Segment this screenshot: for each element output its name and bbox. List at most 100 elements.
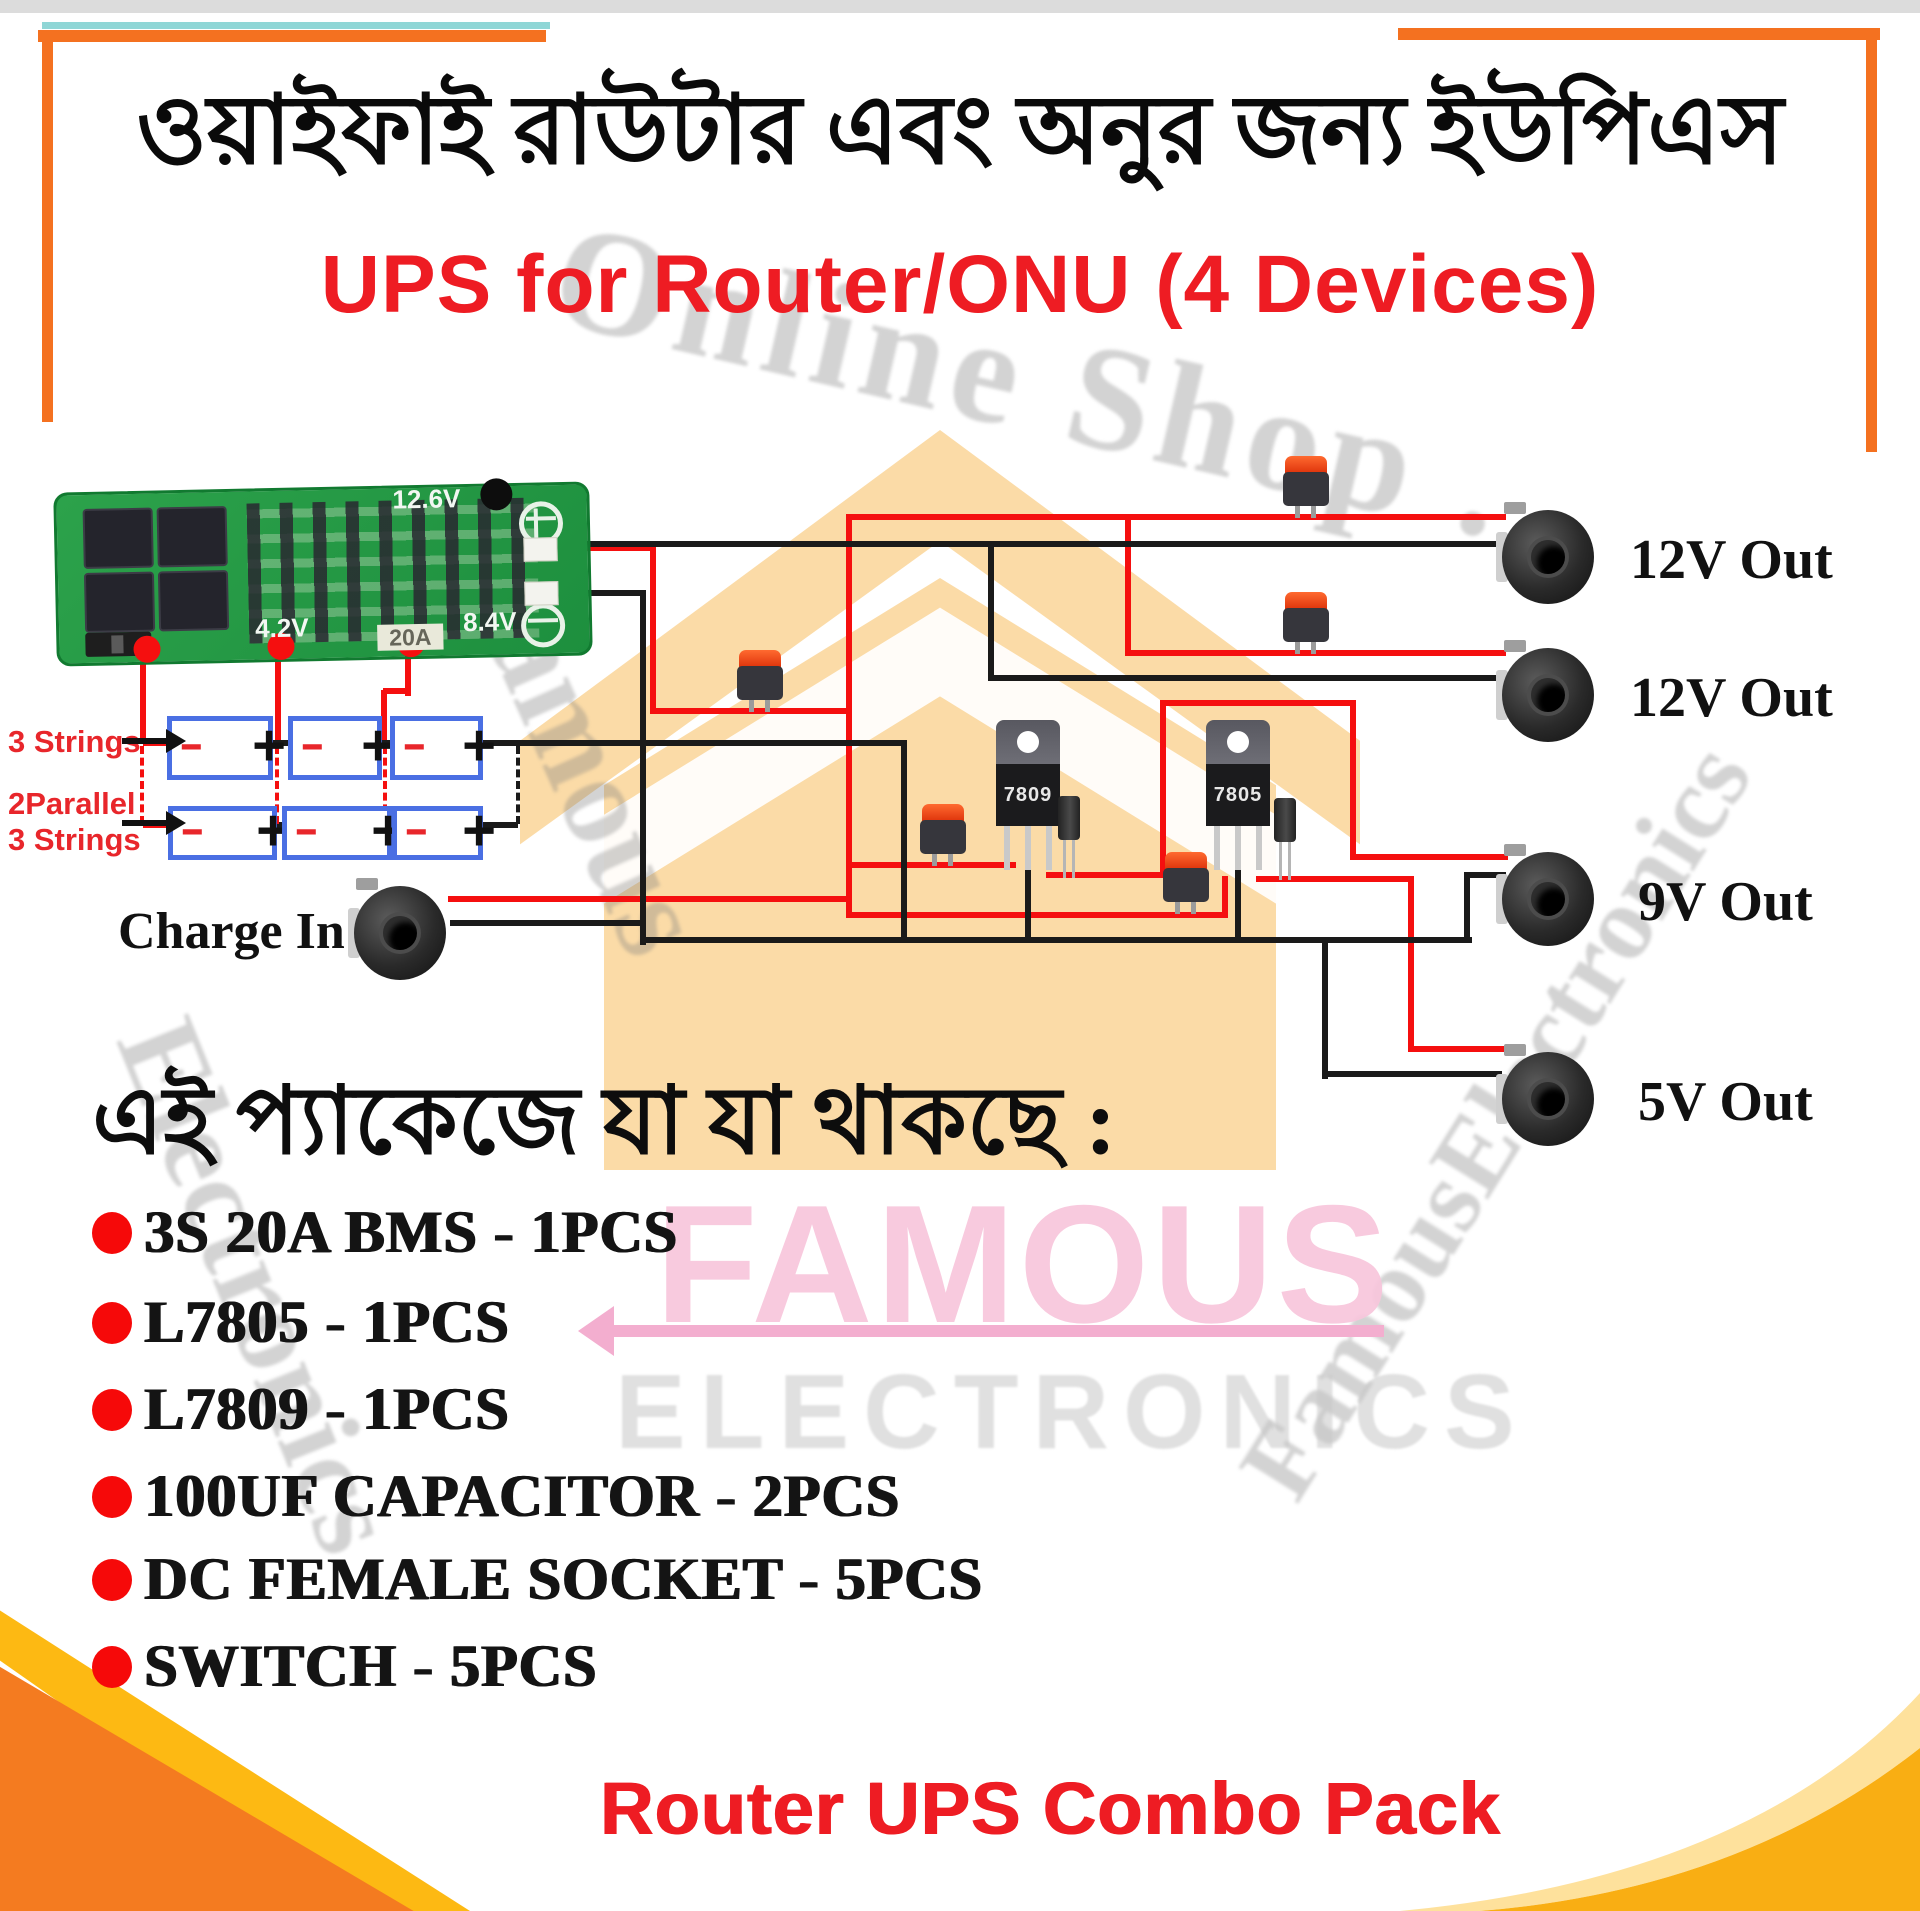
wire-segment (640, 937, 1472, 943)
arrow-head-icon (166, 811, 186, 835)
list-item-text: 3S 20A BMS - 1PCS (144, 1199, 678, 1265)
battery-cell: - + (392, 798, 496, 863)
rocker-switch-button (739, 650, 781, 670)
output-label-9v: 9V Out (1638, 871, 1813, 933)
rocker-switch-body (1163, 868, 1209, 902)
dc-socket-12v-2 (1496, 640, 1596, 746)
rocker-switch-body (737, 666, 783, 700)
capacitor-100uf (1058, 796, 1080, 880)
regulator-part-number: 7809 (1003, 784, 1053, 806)
wire-segment (448, 896, 848, 902)
capacitor-leg (1063, 840, 1066, 878)
regulator-body: 7805 (1206, 764, 1270, 826)
wire-segment (1464, 872, 1506, 878)
wire-segment (473, 740, 907, 746)
dc-socket-9v (1496, 844, 1596, 950)
bullet-icon (92, 1389, 132, 1431)
mosfet-chip (83, 571, 156, 633)
screw-terminal-minus-icon (520, 602, 566, 648)
rocker-switch (1163, 852, 1209, 914)
capacitor-leg (1288, 842, 1291, 880)
rocker-switch-button (922, 804, 964, 824)
capacitor-leg (1072, 840, 1075, 878)
switch-pin (932, 854, 937, 866)
wire-segment (140, 650, 146, 744)
label-3-strings: 3 Strings (8, 724, 141, 759)
switch-pin (1311, 642, 1316, 654)
switch-pin (948, 854, 953, 866)
wire-segment (580, 541, 1504, 547)
bullet-icon (92, 1646, 132, 1688)
arrow-head-icon (166, 729, 186, 753)
wire-segment (846, 862, 1016, 868)
wire-segment (988, 541, 994, 681)
battery-plus-terminal: + (462, 712, 496, 778)
capacitor-leg (1279, 842, 1282, 880)
voltage-regulator-7805: 7805 (1206, 720, 1270, 870)
wire-segment (1160, 700, 1166, 878)
wire-segment (1350, 854, 1508, 860)
wire-segment (988, 675, 1502, 681)
bottom-right-swoosh (1150, 1598, 1920, 1911)
socket-hole (1531, 882, 1565, 916)
wire-segment (1025, 858, 1031, 941)
wire-segment (1046, 872, 1166, 878)
socket-terminal (356, 878, 378, 890)
list-item-text: SWITCH - 5PCS (144, 1633, 598, 1699)
battery-cell: - + (390, 713, 496, 780)
swoosh-gold-path (1480, 1748, 1920, 1911)
cyan-accent-line (42, 22, 550, 29)
socket-terminal (1504, 1044, 1526, 1056)
bullet-icon (92, 1212, 132, 1254)
wire-segment (846, 912, 1228, 918)
regulator-mount-hole (1017, 731, 1039, 753)
wire-segment (1256, 876, 1414, 882)
socket-terminal (1504, 844, 1526, 856)
battery-minus-terminal: - (403, 804, 429, 853)
mosfet-chip (82, 507, 154, 570)
wire-segment (1408, 1046, 1508, 1052)
wire-segment (1125, 514, 1131, 656)
socket-flange (1502, 510, 1594, 604)
wire-segment (1235, 858, 1241, 941)
wire-segment (473, 822, 518, 828)
dashed-wire (140, 746, 144, 824)
rocker-switch-button (1165, 852, 1207, 872)
watermark-brand-electronics: ELECTRONICS (615, 1353, 1529, 1471)
bms-label-cell-voltage: 4.2V (254, 612, 309, 644)
battery-cell: - + (282, 798, 405, 863)
rocker-switch-body (1283, 608, 1329, 642)
regulator-mount-hole (1227, 731, 1249, 753)
rocker-switch-body (1283, 472, 1329, 506)
page-title-bengali: ওয়াইফাই রাউটার এবং অনুর জন্য ইউপিএস (136, 77, 1784, 184)
regulator-heatsink-tab (996, 720, 1060, 764)
balance-connection-dot (133, 635, 161, 663)
mosfet-chip (156, 506, 228, 568)
dashed-wire (516, 746, 520, 824)
top-right-bracket-horizontal (1398, 28, 1880, 40)
wire-segment (381, 690, 387, 744)
battery-minus-terminal: - (401, 719, 427, 768)
wire-segment (552, 590, 646, 596)
regulator-leg (1025, 826, 1031, 870)
battery-plus-terminal: + (361, 712, 395, 778)
battery-minus-terminal: - (293, 804, 319, 853)
watermark-arrow-line (612, 1325, 1384, 1337)
battery-plus-terminal: + (252, 712, 286, 778)
list-item-text: 100UF CAPACITOR - 2PCS (144, 1463, 900, 1529)
socket-flange (1502, 852, 1594, 946)
regulator-leg (1235, 826, 1241, 870)
regulator-heatsink-tab (1206, 720, 1270, 764)
wire-segment (275, 650, 281, 744)
regulator-leg (1004, 826, 1010, 870)
dc-socket-5v (1496, 1044, 1596, 1150)
wire-segment (1350, 700, 1356, 860)
battery-cell: - + (167, 713, 286, 780)
regulator-body: 7809 (996, 764, 1060, 826)
footer-title: Router UPS Combo Pack (599, 1767, 1501, 1850)
wire-segment (552, 545, 652, 551)
wire-segment (383, 688, 409, 694)
bms-label-pack-voltage: 8.4V (462, 605, 517, 638)
wire-segment (1464, 872, 1470, 941)
bullet-icon (92, 1559, 132, 1601)
